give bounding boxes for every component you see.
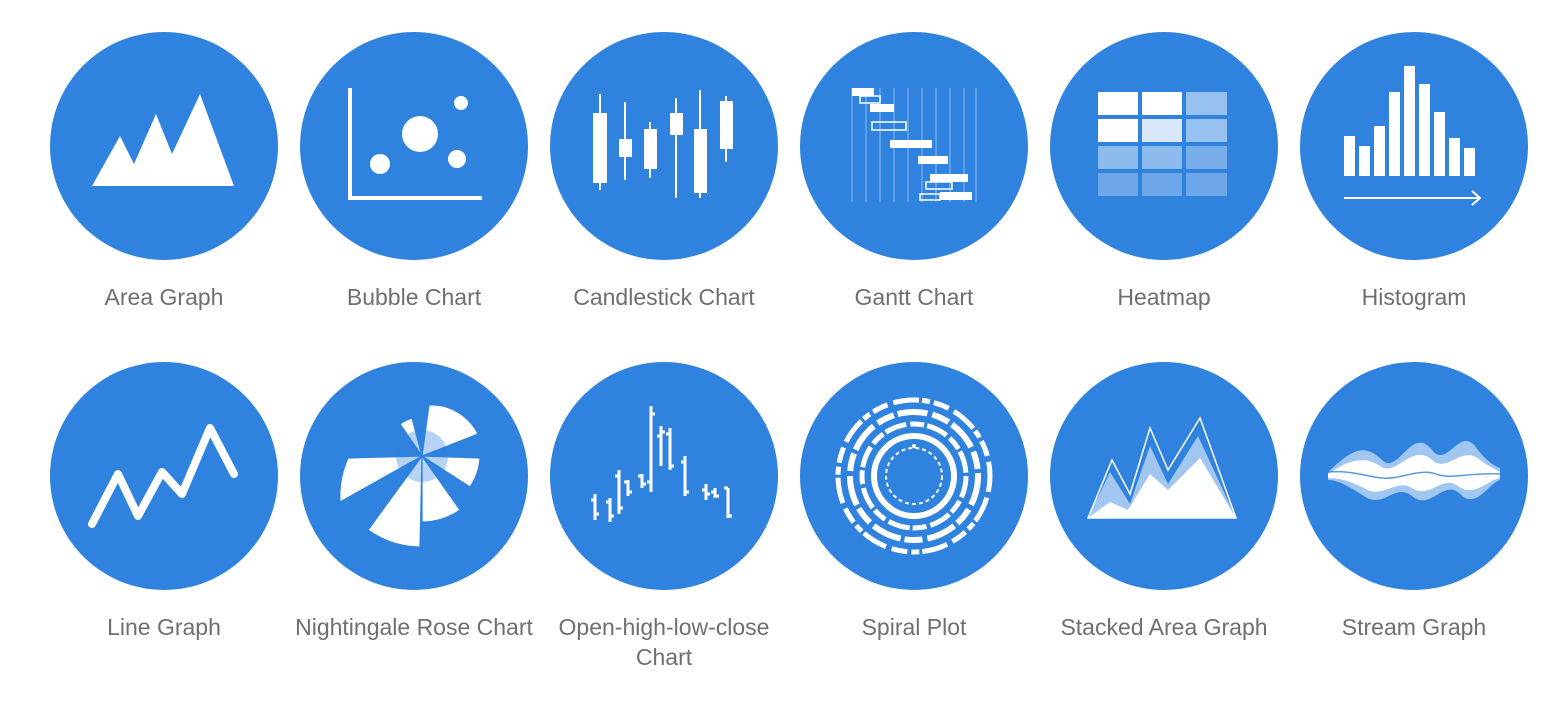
- tile-label: Nightingale Rose Chart: [295, 614, 533, 640]
- tile-label: Area Graph: [104, 284, 224, 310]
- spiral-plot-icon: [800, 362, 1028, 590]
- area-graph-icon: [50, 32, 278, 260]
- heatmap-icon: [1050, 32, 1278, 260]
- gantt-chart-icon: [800, 32, 1028, 260]
- tile-label: Stream Graph: [1341, 614, 1487, 640]
- candlestick-chart-icon: [550, 32, 778, 260]
- bubble-chart-icon: [300, 32, 528, 260]
- tile-label: Candlestick Chart: [573, 284, 755, 310]
- tile-label: Line Graph: [107, 614, 221, 640]
- tile-label: Bubble Chart: [346, 284, 482, 310]
- histogram-icon: [1300, 32, 1528, 260]
- tile-label: Histogram: [1361, 284, 1467, 310]
- ohlc-chart-icon: [550, 362, 778, 590]
- nightingale-rose-chart-icon: [300, 362, 528, 590]
- stacked-area-graph-icon: [1050, 362, 1278, 590]
- tile-label: Open-high-low-close Chart: [558, 614, 770, 670]
- tile-label: Gantt Chart: [854, 284, 974, 310]
- stream-graph-icon: [1300, 362, 1528, 590]
- tile-label: Stacked Area Graph: [1060, 614, 1268, 640]
- line-graph-icon: [50, 362, 278, 590]
- tile-label: Heatmap: [1117, 284, 1211, 310]
- tile-label: Spiral Plot: [861, 614, 967, 640]
